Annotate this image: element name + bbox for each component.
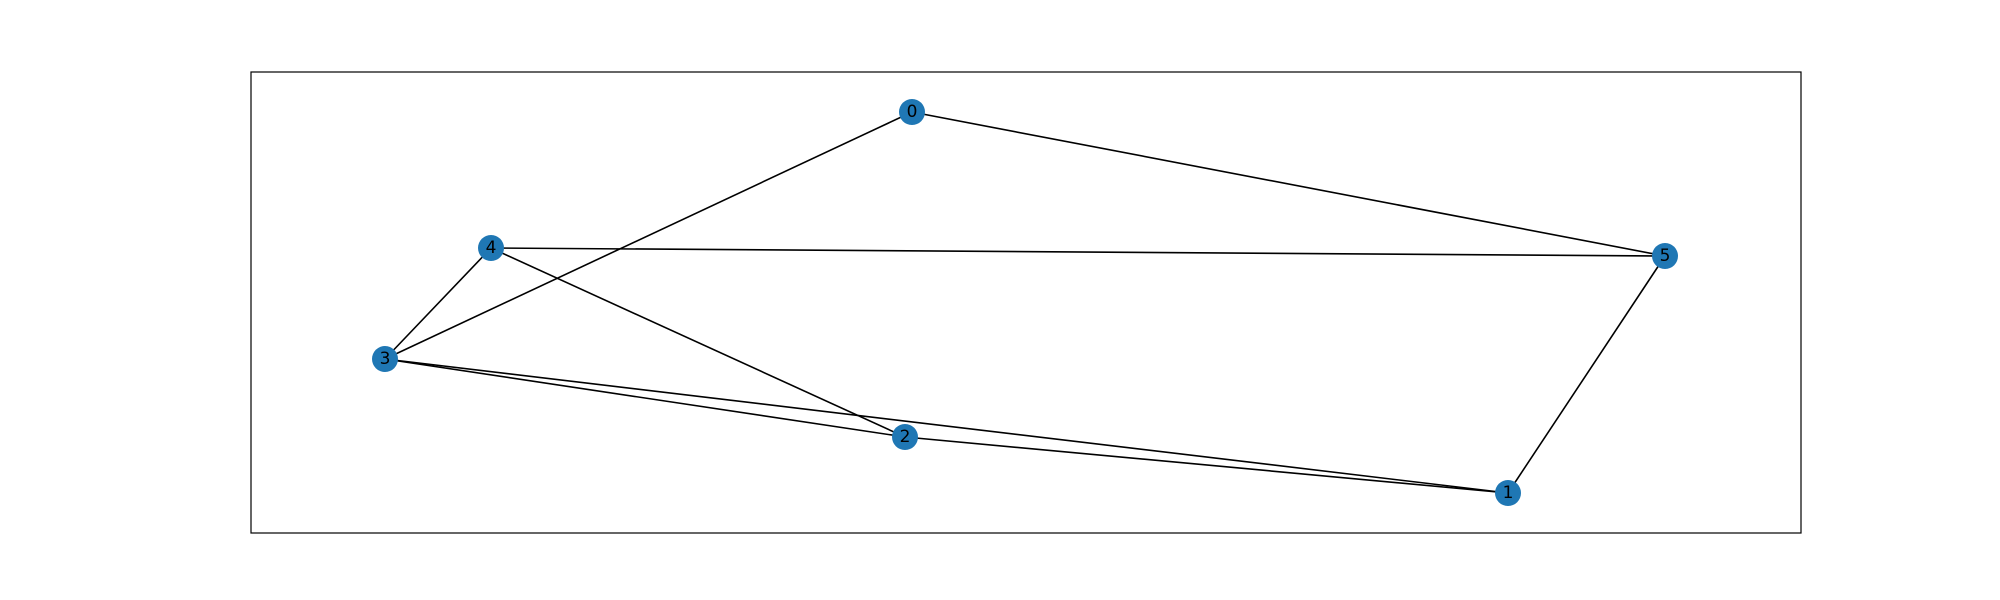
edge-3-1 [384, 358, 1509, 494]
edge-3-2 [384, 358, 906, 438]
edge-4-2 [490, 247, 906, 438]
edge-5-1 [1507, 255, 1666, 494]
edge-4-3 [384, 247, 492, 360]
node-3: 3 [372, 346, 398, 372]
nodes-layer: 0 1 2 3 4 5 [372, 99, 1678, 506]
node-1: 1 [1495, 480, 1521, 506]
node-marker [899, 99, 925, 125]
edge-2-1 [904, 436, 1509, 494]
node-label: 1 [1503, 483, 1514, 503]
node-marker [478, 235, 504, 261]
node-label: 5 [1660, 246, 1671, 266]
node-marker [372, 346, 398, 372]
node-marker [892, 424, 918, 450]
node-marker [1652, 243, 1678, 269]
plot-frame [250, 71, 1802, 534]
edge-0-5 [911, 111, 1666, 257]
node-label: 3 [380, 349, 391, 369]
node-label: 0 [907, 102, 918, 122]
node-4: 4 [478, 235, 504, 261]
edge-4-5 [490, 247, 1666, 257]
node-0: 0 [899, 99, 925, 125]
node-label: 2 [900, 427, 911, 447]
node-2: 2 [892, 424, 918, 450]
node-label: 4 [486, 238, 497, 258]
edges-layer [384, 111, 1666, 494]
edge-0-3 [384, 111, 913, 360]
node-marker [1495, 480, 1521, 506]
node-5: 5 [1652, 243, 1678, 269]
